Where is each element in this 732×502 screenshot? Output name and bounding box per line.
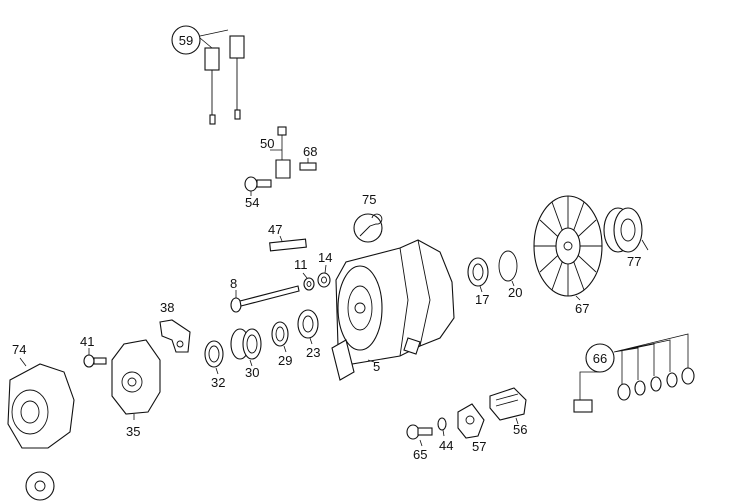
part-29-washer[interactable] [271,321,289,353]
callout-38: 38 [160,300,174,315]
callout-23: 23 [306,345,320,360]
callout-75: 75 [362,192,376,207]
part-57-regulator-cover[interactable] [457,403,485,439]
part-47-stud[interactable] [269,235,307,252]
part-5-alternator-housing[interactable] [331,239,455,381]
callout-77: 77 [627,254,641,269]
wrench-icon [353,213,383,243]
part-68-screw[interactable] [299,158,317,171]
part-59-brush-leads[interactable] [171,25,245,125]
part-50-brush-holder[interactable] [270,126,291,179]
callout-20: 20 [508,285,522,300]
part-14-nut[interactable] [317,264,331,288]
callout-44: 44 [439,438,453,453]
part-23-bearing[interactable] [297,309,319,345]
part-32-ring[interactable] [204,340,224,375]
callout-57: 57 [472,439,486,454]
callout-5: 5 [373,359,380,374]
part-41-screw[interactable] [83,348,107,368]
part-66-hardware-set[interactable] [573,333,695,413]
part-30-bearing-sleeve[interactable] [230,328,262,367]
callout-47: 47 [268,222,282,237]
callout-59: 59 [179,33,193,48]
part-77-pulley[interactable] [603,207,649,253]
part-74-front-cover[interactable] [7,357,75,501]
callout-74: 74 [12,342,26,357]
callout-8: 8 [230,276,237,291]
callout-66: 66 [593,351,607,366]
callout-29: 29 [278,353,292,368]
callout-14: 14 [318,250,332,265]
callout-11: 11 [294,257,308,272]
callout-32: 32 [211,375,225,390]
part-54-screw[interactable] [244,176,272,196]
callout-17: 17 [475,292,489,307]
part-20-o-ring[interactable] [498,250,518,287]
part-11-washer[interactable] [302,272,315,291]
callout-56: 56 [513,422,527,437]
callout-41: 41 [80,334,94,349]
part-56-regulator[interactable] [489,387,527,425]
callout-30: 30 [245,365,259,380]
part-35-rectifier-plate[interactable] [111,339,161,420]
part-67-fan[interactable] [533,195,603,301]
callout-67: 67 [575,301,589,316]
callout-50: 50 [260,136,274,151]
callout-68: 68 [303,144,317,159]
part-38-bracket[interactable] [159,319,191,353]
callout-65: 65 [413,447,427,462]
part-17-bearing[interactable] [467,257,489,293]
part-44-washer[interactable] [437,417,447,437]
part-65-screw[interactable] [406,424,433,447]
part-8-through-bolt[interactable] [230,285,300,313]
callout-35: 35 [126,424,140,439]
callout-54: 54 [245,195,259,210]
